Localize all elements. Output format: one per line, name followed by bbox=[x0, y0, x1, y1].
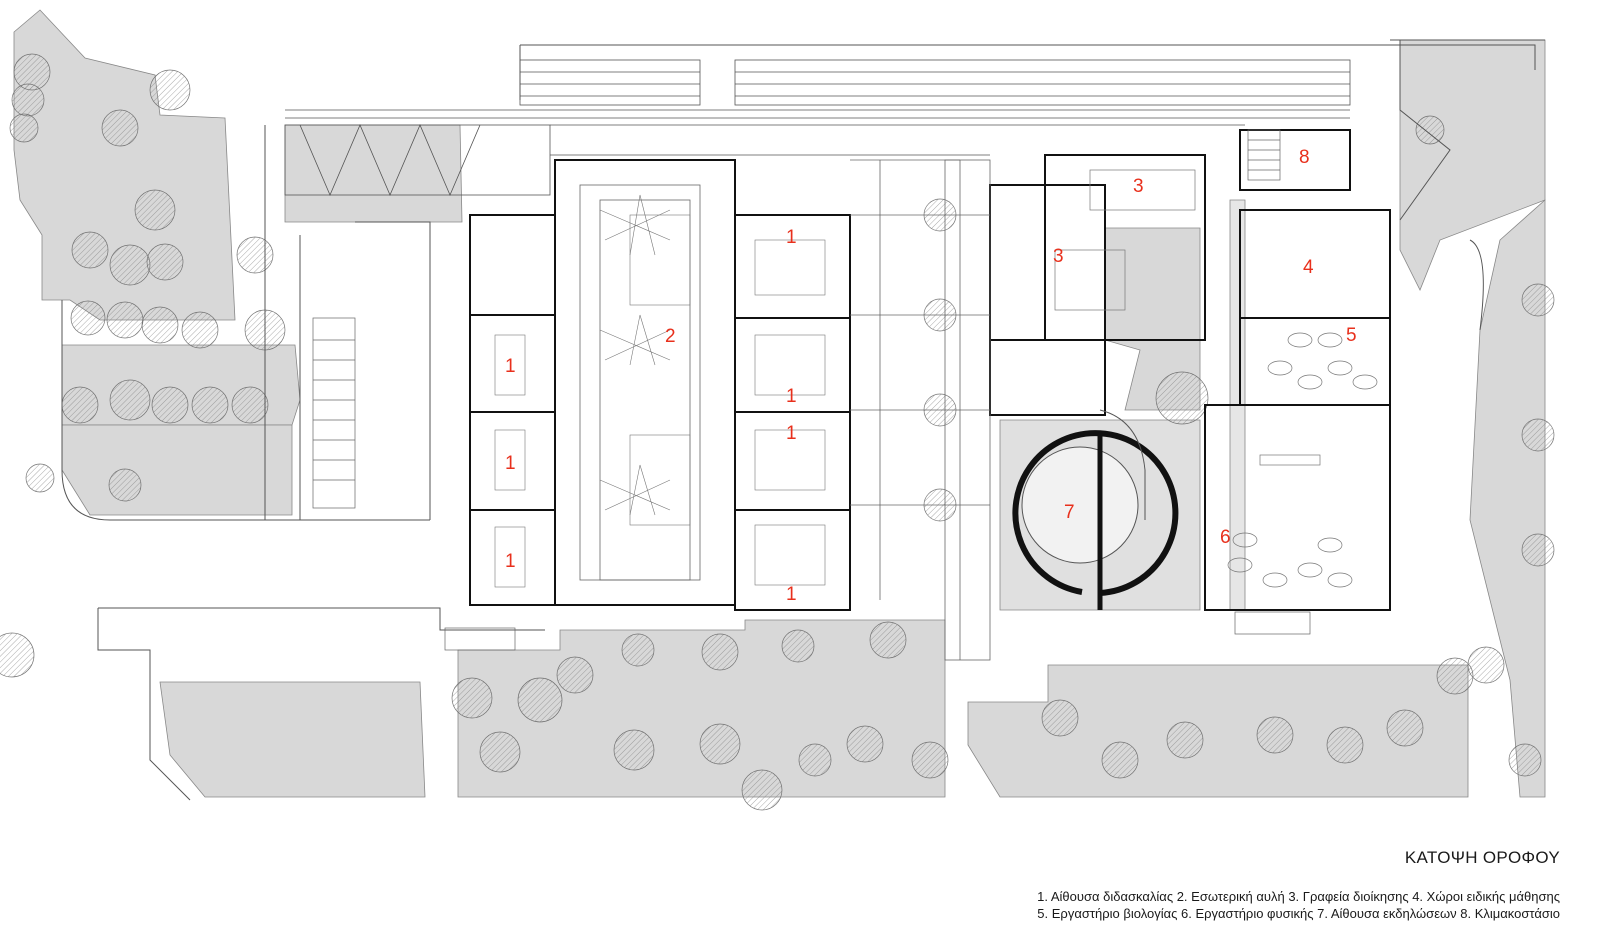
room-label-classroom: 1 bbox=[786, 227, 797, 248]
room-label-classroom: 1 bbox=[786, 386, 797, 407]
room-label-classroom: 1 bbox=[786, 423, 797, 444]
room-label-admin: 3 bbox=[1133, 176, 1144, 197]
legend: 1. Αίθουσα διδασκαλίας 2. Εσωτερική αυλή… bbox=[1037, 888, 1560, 922]
room-label-classroom: 1 bbox=[505, 551, 516, 572]
room-label-special-learning: 4 bbox=[1303, 257, 1314, 278]
room-numbers: 1 1 1 2 1 1 1 1 3 3 4 5 6 7 8 bbox=[505, 147, 1357, 605]
legend-line-1: 1. Αίθουσα διδασκαλίας 2. Εσωτερική αυλή… bbox=[1037, 889, 1560, 904]
drawing-title: ΚΑΤΟΨΗ ΟΡΟΦΟΥ bbox=[1404, 848, 1560, 867]
site-lines bbox=[61, 39, 1545, 801]
legend-line-2: 5. Εργαστήριο βιολογίας 6. Εργαστήριο φυ… bbox=[1037, 906, 1560, 921]
events-hall-shape bbox=[1012, 409, 1179, 610]
classroom-furniture bbox=[494, 194, 826, 588]
room-label-classroom: 1 bbox=[505, 453, 516, 474]
room-label-courtyard: 2 bbox=[665, 326, 676, 347]
landscape-areas bbox=[13, 9, 1546, 798]
secondary-lines bbox=[579, 159, 991, 661]
room-label-classroom: 1 bbox=[505, 356, 516, 377]
room-label-physics-lab: 6 bbox=[1220, 527, 1231, 548]
building-walls bbox=[469, 129, 1391, 611]
trees bbox=[0, 53, 1555, 811]
roof-canopy bbox=[284, 59, 1351, 197]
room-label-events-hall: 7 bbox=[1064, 502, 1075, 523]
room-label-admin: 3 bbox=[1053, 246, 1064, 267]
lab-furniture bbox=[1054, 169, 1378, 588]
room-label-staircase: 8 bbox=[1299, 147, 1310, 168]
room-label-biology-lab: 5 bbox=[1346, 325, 1357, 346]
room-label-classroom: 1 bbox=[786, 584, 797, 605]
stairs bbox=[312, 129, 1311, 651]
